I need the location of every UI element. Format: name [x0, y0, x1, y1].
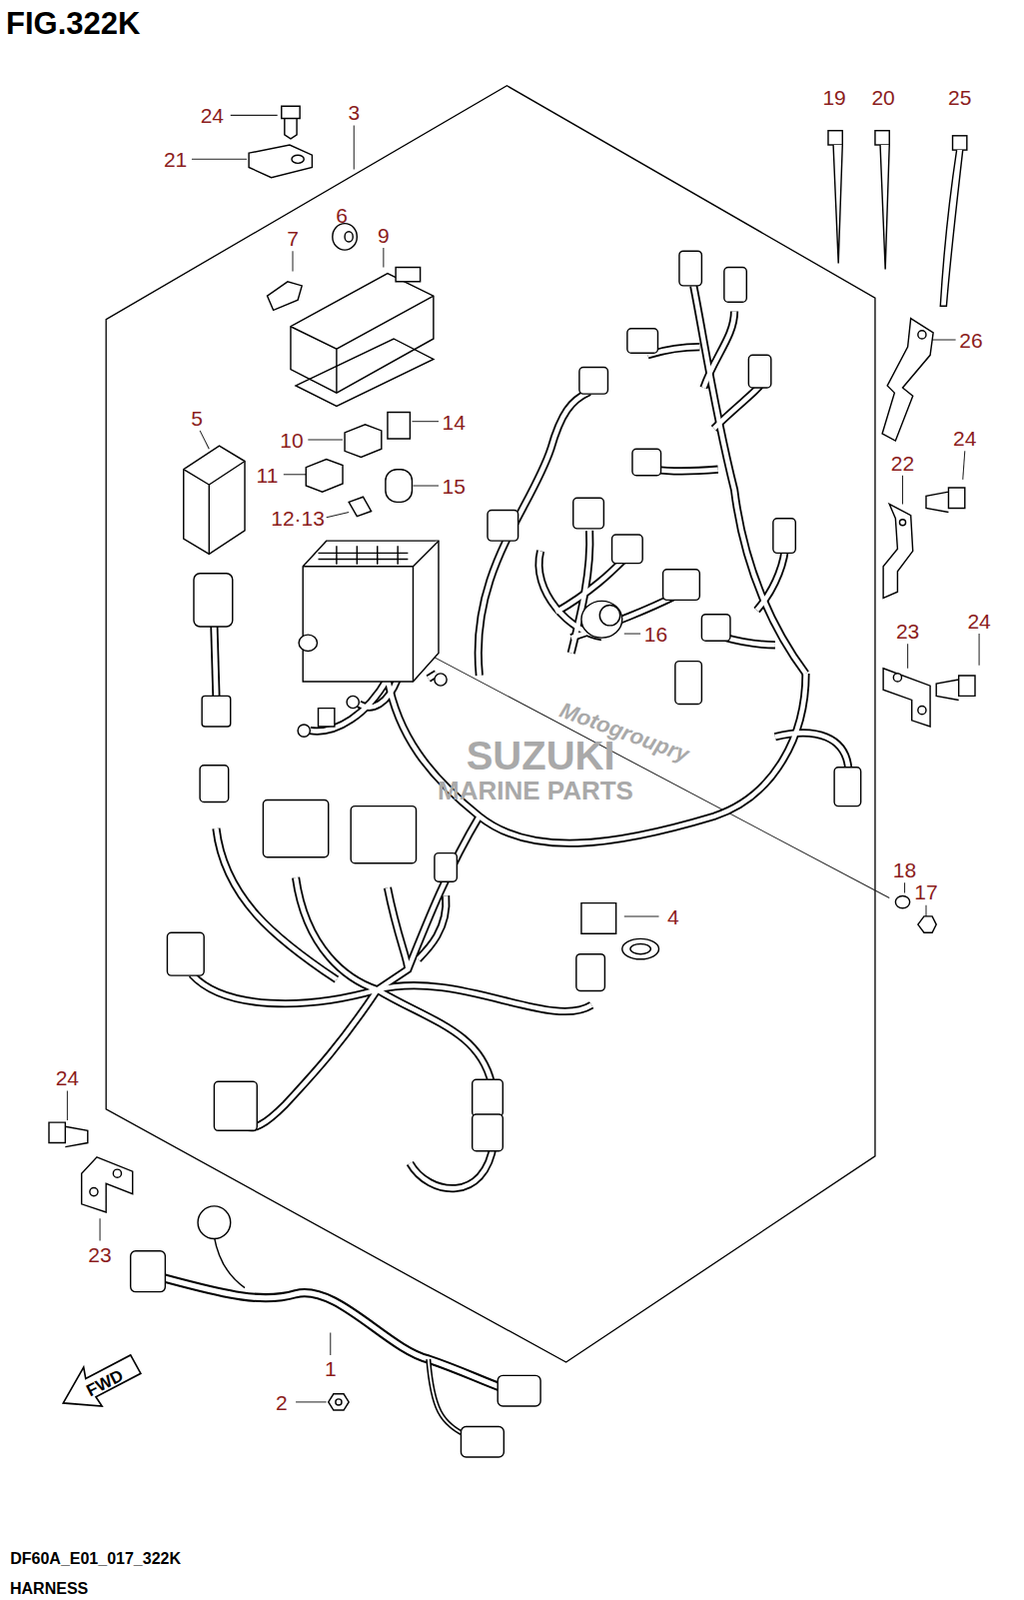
wire-connector	[472, 1078, 504, 1116]
wire	[387, 673, 807, 844]
direction-arrow-label: FWD	[83, 1365, 126, 1399]
wire	[714, 385, 761, 429]
wire	[775, 732, 850, 770]
wire-connector	[576, 954, 606, 992]
figure-code: DF60A_E01_017_322K	[9, 1550, 181, 1567]
connectors	[166, 250, 861, 1151]
wire	[377, 989, 492, 1083]
callout-number: 4	[667, 905, 680, 927]
wire	[191, 974, 378, 1004]
callout-number: 16	[644, 623, 668, 645]
wire-connector	[166, 932, 204, 976]
callout-number: 21	[163, 148, 187, 170]
callout-number: 2	[275, 1390, 288, 1412]
callout-number: 20	[871, 85, 895, 107]
callout-number: 24	[55, 1066, 79, 1088]
wire-connector	[487, 510, 519, 542]
callout-number: 23	[896, 620, 920, 642]
wire	[387, 887, 408, 970]
figure-caption: HARNESS	[9, 1580, 88, 1597]
watermark: MARINE PARTS	[437, 777, 634, 804]
wire-connector	[627, 328, 659, 354]
wire-connector	[612, 534, 644, 564]
callout-number: 3	[347, 101, 360, 123]
wire-connector	[472, 1113, 504, 1151]
wire	[703, 310, 735, 388]
assembly-outline	[105, 85, 876, 1362]
callout-number: 10	[279, 429, 303, 451]
callout-number: 11	[256, 463, 279, 485]
wire	[295, 877, 378, 990]
callout-number: 24	[953, 427, 977, 449]
callout-number: 24	[200, 104, 224, 126]
wire-connector	[834, 767, 862, 807]
callout-number: 6	[335, 204, 348, 226]
callout-number: 19	[822, 85, 846, 107]
callout-number: 5	[190, 406, 203, 428]
watermark: SUZUKI	[466, 735, 616, 776]
wire	[387, 887, 408, 970]
callout-number: 26	[959, 329, 983, 351]
wire-connector	[679, 250, 702, 286]
wire-connector	[213, 1080, 257, 1130]
callout-number: 18	[893, 858, 917, 880]
figure-title: FIG.322K	[5, 7, 140, 39]
wire	[714, 385, 761, 429]
callout-number: 12·13	[270, 506, 325, 528]
wire	[693, 285, 806, 674]
callout-number: 1	[324, 1357, 337, 1379]
wire	[358, 678, 398, 708]
leader-lines	[66, 114, 980, 1402]
wire	[213, 626, 216, 696]
wire-connector	[748, 354, 771, 388]
parts	[48, 105, 976, 1457]
wire-connector	[632, 448, 662, 476]
wire-connector	[434, 853, 457, 883]
wire-connector	[199, 765, 229, 803]
wire-connector	[573, 497, 605, 529]
wire	[242, 989, 378, 1127]
harness-wires	[191, 285, 849, 1188]
wire-connector	[663, 569, 701, 601]
wire	[703, 310, 735, 388]
wire	[654, 469, 718, 472]
wire	[242, 989, 378, 1127]
callout-number: 24	[967, 609, 991, 631]
wire	[377, 985, 592, 1012]
wire	[654, 469, 718, 472]
wire	[377, 989, 492, 1083]
wire	[387, 673, 807, 844]
wire-connector	[262, 800, 328, 858]
callout-number: 7	[286, 226, 299, 248]
wire-connector	[724, 267, 747, 303]
wire	[295, 877, 378, 990]
wire	[213, 626, 216, 696]
callout-number: 14	[442, 410, 466, 432]
wire	[478, 391, 590, 676]
callout-number: 25	[948, 85, 972, 107]
wire-connector	[579, 367, 609, 395]
callout-number: 17	[914, 881, 938, 903]
wire	[693, 285, 806, 674]
callout-number: 23	[87, 1242, 111, 1264]
wire-connector	[701, 614, 731, 642]
wire	[418, 895, 447, 959]
callout-number: 15	[442, 475, 466, 497]
wire-connector	[675, 661, 703, 705]
callout-number: 9	[377, 223, 390, 245]
wire-connector	[350, 806, 416, 864]
callout-number: 22	[891, 451, 915, 473]
wire-connector	[773, 518, 796, 554]
